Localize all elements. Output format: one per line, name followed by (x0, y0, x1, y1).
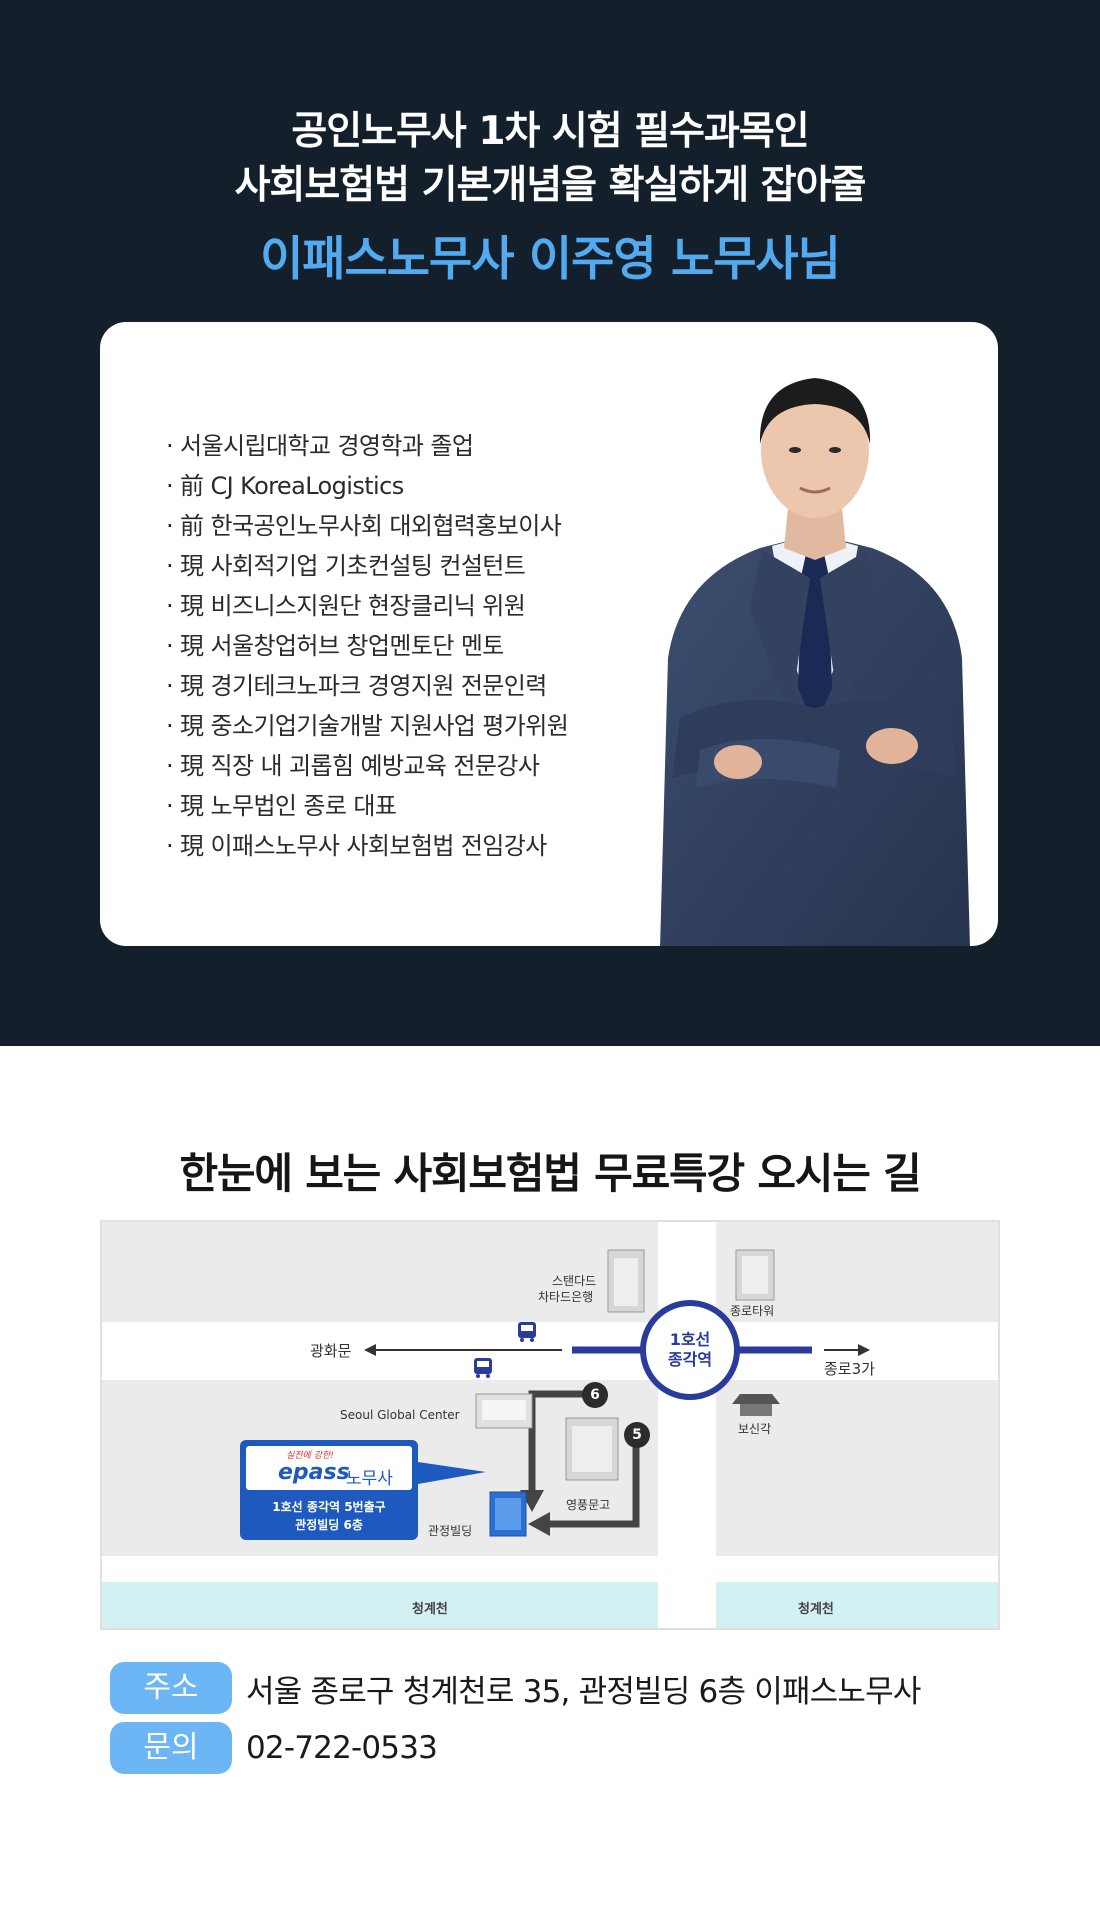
epass-callout-pointer (418, 1462, 486, 1484)
standard-chartered-building-icon (607, 1249, 645, 1313)
label-standard-2: 차타드은행 (538, 1290, 594, 1304)
station-name: 종각역 (667, 1350, 713, 1369)
address-value: 서울 종로구 청계천로 35, 관정빌딩 6층 이패스노무사 (246, 1673, 921, 1710)
instructor-name: 이패스노무사 이주영 노무사님 (260, 232, 841, 287)
map-drawing (364, 1249, 870, 1537)
label-gwanjeong: 관정빌딩 (428, 1524, 473, 1538)
label-gwanghwamun: 광화문 (310, 1342, 352, 1360)
headline-line-1: 공인노무사 1차 시험 필수과목인 (291, 109, 809, 154)
phone-row: 문의 02-722-0533 (110, 1722, 438, 1774)
credential-list: · 서울시립대학교 경영학과 졸업 · 前 CJ KoreaLogistics … (166, 426, 569, 866)
bosingak-icon (732, 1394, 780, 1416)
location-map: 청계천 청계천 (100, 1220, 1000, 1630)
cheonggyecheon-right (716, 1582, 998, 1628)
river-label-left: 청계천 (412, 1602, 448, 1617)
jongno-tower-icon (735, 1249, 775, 1301)
epass-brand-ko: 노무사 (346, 1469, 393, 1489)
credential-item: · 現 비즈니스지원단 현장클리닉 위원 (166, 592, 526, 620)
credential-item: · 現 경기테크노파크 경영지원 전문인력 (166, 672, 547, 700)
credential-item: · 前 CJ KoreaLogistics (166, 472, 404, 500)
exit-5-badge: 5 (624, 1422, 650, 1448)
exit-6-badge: 6 (582, 1382, 608, 1408)
credential-item: · 서울시립대학교 경영학과 졸업 (166, 432, 474, 460)
label-jongno-tower: 종로타워 (730, 1304, 775, 1318)
epass-location-callout: 실전에 강한! epass 노무사 1호선 종각역 5번출구 관정빌딩 6층 (240, 1440, 418, 1540)
credential-item: · 現 노무법인 종로 대표 (166, 792, 397, 820)
credential-item: · 現 중소기업기술개발 지원사업 평가위원 (166, 712, 569, 740)
map-block (102, 1222, 658, 1322)
phone-value[interactable]: 02-722-0533 (246, 1730, 438, 1766)
instructor-portrait (660, 378, 970, 946)
directions-title: 한눈에 보는 사회보험법 무료특강 오시는 길 (179, 1149, 921, 1198)
cheonggyecheon-left (102, 1582, 658, 1628)
seoul-global-center-icon (475, 1393, 533, 1429)
label-jongno3ga: 종로3가 (824, 1360, 875, 1378)
label-bosingak: 보신각 (738, 1422, 772, 1436)
credential-item: · 現 직장 내 괴롭힘 예방교육 전문강사 (166, 752, 540, 780)
phone-label: 문의 (110, 1722, 232, 1774)
epass-address-line-1: 1호선 종각역 5번출구 (272, 1500, 386, 1514)
river-label-right: 청계천 (798, 1602, 834, 1617)
bus-icon (518, 1322, 536, 1342)
label-standard-1: 스탠다드 (552, 1274, 597, 1288)
arrow-east-head (858, 1344, 870, 1356)
station-line: 1호선 (669, 1330, 711, 1349)
bus-icon (474, 1358, 492, 1378)
route-exit-5-head (528, 1512, 550, 1536)
jonggak-station: 1호선 종각역 (640, 1300, 740, 1400)
route-exit-5 (546, 1436, 640, 1528)
credential-item: · 現 사회적기업 기초컨설팅 컨설턴트 (166, 552, 526, 580)
youngpoong-building-icon (565, 1417, 619, 1481)
instructor-card: · 서울시립대학교 경영학과 졸업 · 前 CJ KoreaLogistics … (100, 322, 998, 946)
epass-logo: 실전에 강한! epass 노무사 (246, 1446, 412, 1490)
credential-item: · 現 이패스노무사 사회보험법 전임강사 (166, 832, 547, 860)
instructor-section: 공인노무사 1차 시험 필수과목인 사회보험법 기본개념을 확실하게 잡아줄 이… (0, 0, 1100, 1046)
headline-line-2: 사회보험법 기본개념을 확실하게 잡아줄 (234, 163, 867, 208)
label-seoul-global-center: Seoul Global Center (340, 1408, 460, 1422)
credential-item: · 現 서울창업허브 창업멘토단 멘토 (166, 632, 504, 660)
address-label: 주소 (110, 1662, 232, 1714)
credential-item: · 前 한국공인노무사회 대외협력홍보이사 (166, 512, 562, 540)
epass-brand: epass (278, 1460, 350, 1485)
arrow-west-head (364, 1344, 376, 1356)
address-row: 주소 서울 종로구 청계천로 35, 관정빌딩 6층 이패스노무사 (110, 1662, 921, 1714)
epass-slogan: 실전에 강한! (286, 1451, 334, 1461)
epass-address-line-2: 관정빌딩 6층 (295, 1518, 363, 1532)
gwanjeong-building-icon (489, 1491, 527, 1537)
label-youngpoong: 영풍문고 (566, 1498, 611, 1512)
